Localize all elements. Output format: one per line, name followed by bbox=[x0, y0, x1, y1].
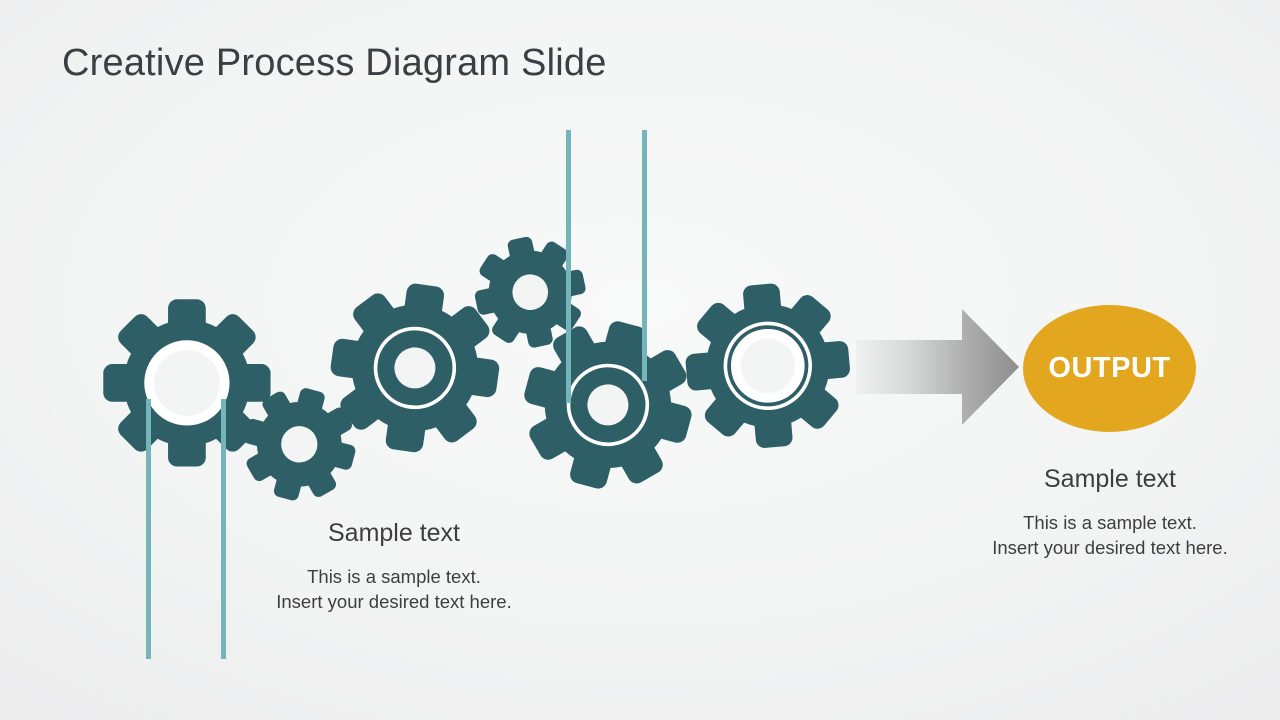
caption-right-heading: Sample text bbox=[1043, 465, 1176, 493]
gear-icon bbox=[242, 387, 356, 501]
accent-line bbox=[566, 130, 571, 403]
gear-icon bbox=[685, 283, 851, 449]
accent-line bbox=[146, 399, 151, 659]
caption-left: Sample text This is a sample text. Inser… bbox=[214, 519, 574, 614]
slide-title: Creative Process Diagram Slide bbox=[62, 42, 607, 84]
caption-right: Sample text This is a sample text. Inser… bbox=[930, 465, 1280, 560]
arrow-shape bbox=[856, 309, 1019, 425]
caption-left-heading: Sample text bbox=[327, 519, 460, 547]
caption-left-line2: Insert your desired text here. bbox=[276, 591, 512, 612]
output-label: OUTPUT bbox=[1048, 352, 1171, 384]
arrow-right-icon bbox=[856, 309, 1019, 425]
gear-icon bbox=[330, 283, 500, 453]
caption-left-line1: This is a sample text. bbox=[307, 566, 481, 587]
accent-line bbox=[642, 130, 647, 381]
accent-line bbox=[221, 399, 226, 659]
caption-right-line2: Insert your desired text here. bbox=[992, 537, 1228, 558]
caption-right-line1: This is a sample text. bbox=[1023, 512, 1197, 533]
gear-icon bbox=[474, 236, 586, 348]
output-shape: OUTPUT bbox=[1023, 305, 1196, 432]
